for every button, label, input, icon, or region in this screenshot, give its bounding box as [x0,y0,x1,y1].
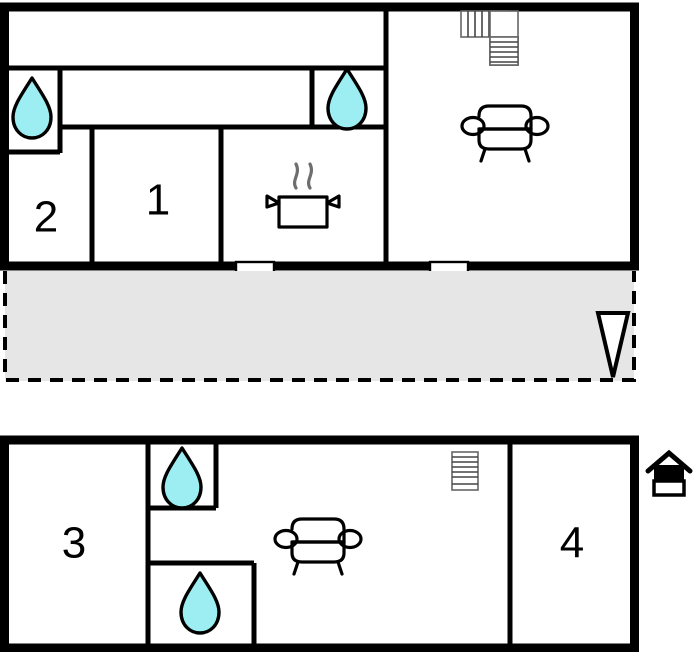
water-drop-icon [11,76,53,140]
house-icon [645,449,693,497]
lower-outer-wall [0,435,639,652]
water-drop-icon [326,67,368,131]
house-icon-door [652,479,686,497]
room-label-1: 1 [146,176,170,225]
room-label-2: 2 [34,193,58,242]
lower-floor-group: 3 4 [0,435,639,652]
terrace-group [3,271,636,382]
sofa-icon [460,104,550,163]
terrace-outline [3,271,636,382]
upper-floor-group: 1 2 [0,2,639,279]
upper-outer-wall [0,2,639,271]
water-drop-icon [179,571,221,635]
staircase-icon [460,10,519,66]
terrace-area [5,271,634,381]
sofa-icon [273,517,363,576]
water-drop-icon [161,446,203,510]
direction-marker-icon [595,311,631,378]
room-label-4: 4 [560,519,584,568]
cooking-pot-icon [265,162,341,229]
house-icon-body-solid [654,465,684,481]
room-label-3: 3 [62,519,86,568]
staircase-icon [451,451,479,491]
